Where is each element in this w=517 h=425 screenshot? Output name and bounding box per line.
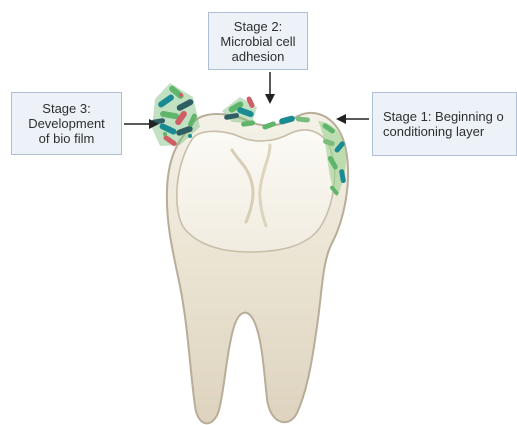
stage2-line-3: adhesion (232, 49, 285, 64)
stage2-line-2: Microbial cell (220, 34, 295, 49)
label-box-stage3: Stage 3: Development of bio film (11, 92, 122, 155)
stage3-line-3: of bio film (39, 131, 95, 146)
label-box-stage1: Stage 1: Beginning o conditioning layer (372, 92, 517, 156)
stage3-line-1: Stage 3: (42, 101, 90, 116)
stage2-line-1: Stage 2: (234, 19, 282, 34)
arrow-stage2 (265, 72, 275, 104)
stage3-line-2: Development (28, 116, 105, 131)
stage1-line-2: conditioning layer (383, 124, 484, 139)
arrow-stage1 (336, 114, 369, 124)
tooth-crown-enamel (177, 130, 335, 252)
stage1-line-1: Stage 1: Beginning o (383, 109, 504, 124)
label-box-stage2: Stage 2: Microbial cell adhesion (208, 12, 308, 70)
